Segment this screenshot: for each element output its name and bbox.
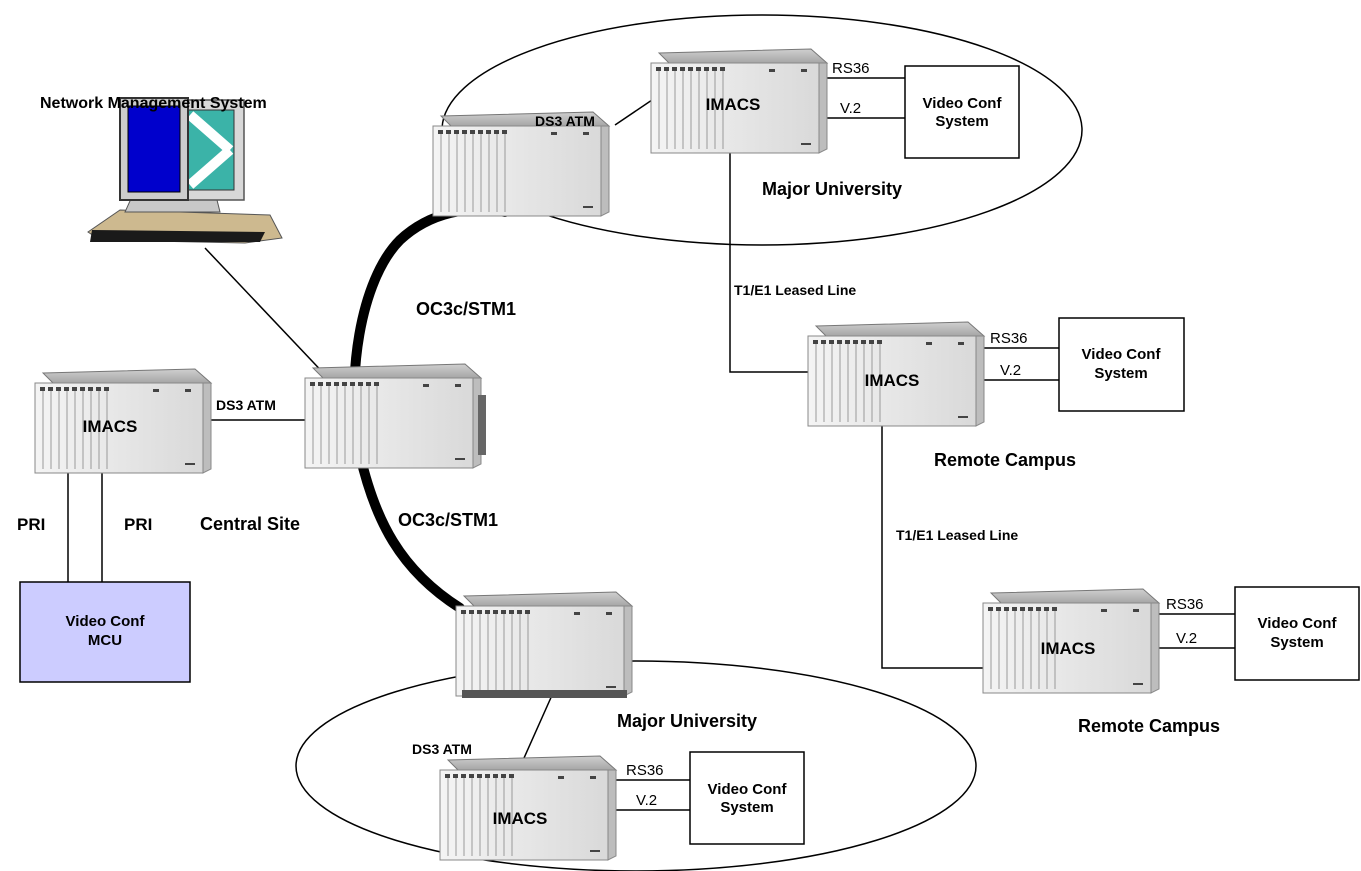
remote1-imacs-label: IMACS xyxy=(865,371,920,390)
remote-campus-1-label: Remote Campus xyxy=(934,450,1076,470)
video-system-line1: Video Conf xyxy=(1258,615,1338,632)
v2-remote1-label: V.2 xyxy=(1000,362,1021,379)
rs36-remote1-label: RS36 xyxy=(990,330,1028,347)
video-system-line2: System xyxy=(935,113,988,130)
t1e1-label-2: T1/E1 Leased Line xyxy=(896,527,1018,543)
pri-left-label: PRI xyxy=(17,515,45,534)
video-conf-mcu: Video Conf MCU xyxy=(19,581,191,683)
mcu-line1: Video Conf xyxy=(66,613,146,630)
pri-right-label: PRI xyxy=(124,515,152,534)
t1e1-label-1: T1/E1 Leased Line xyxy=(734,282,856,298)
rs36-top-label: RS36 xyxy=(832,60,870,77)
oc3-bottom-label: OC3c/STM1 xyxy=(398,510,498,530)
video-system-line1: Video Conf xyxy=(708,781,788,798)
central-hub-device xyxy=(304,363,486,469)
major-university-bottom-label: Major University xyxy=(617,711,757,731)
rs36-remote2-label: RS36 xyxy=(1166,596,1204,613)
major-university-bottom-boundary xyxy=(295,660,977,871)
mcu-line2: MCU xyxy=(88,632,122,649)
video-system-line1: Video Conf xyxy=(923,95,1003,112)
bottom-imacs-label: IMACS xyxy=(493,809,548,828)
bottom-imacs-device xyxy=(439,755,617,861)
video-system-line2: System xyxy=(1270,634,1323,651)
top-imacs-label: IMACS xyxy=(706,95,761,114)
ds3-atm-central-label: DS3 ATM xyxy=(216,397,276,413)
v2-remote2-label: V.2 xyxy=(1176,630,1197,647)
oc3-ring-bottom xyxy=(355,450,465,613)
ds3-atm-bottom-label: DS3 ATM xyxy=(412,741,472,757)
oc3-top-label: OC3c/STM1 xyxy=(416,299,516,319)
ds3-atm-top-label: DS3 ATM xyxy=(535,113,595,129)
video-conf-system-remote1: Video Conf System xyxy=(1058,317,1185,412)
remote2-imacs-label: IMACS xyxy=(1041,639,1096,658)
nms-computer-icon xyxy=(87,97,283,244)
bottom-hub-device xyxy=(455,591,633,698)
central-site-label: Central Site xyxy=(200,514,300,534)
video-system-line1: Video Conf xyxy=(1082,346,1162,363)
v2-top-label: V.2 xyxy=(840,100,861,117)
major-university-top-label: Major University xyxy=(762,179,902,199)
video-conf-system-remote2: Video Conf System xyxy=(1234,586,1360,681)
nms-title: Network Management System xyxy=(40,95,267,112)
rs36-bottom-label: RS36 xyxy=(626,762,664,779)
connection-lines xyxy=(67,77,1235,811)
video-system-line2: System xyxy=(720,799,773,816)
video-conf-system-bottom: Video Conf System xyxy=(689,751,805,845)
v2-bottom-label: V.2 xyxy=(636,792,657,809)
central-imacs-label: IMACS xyxy=(83,417,138,436)
video-system-line2: System xyxy=(1094,365,1147,382)
remote-campus-2-label: Remote Campus xyxy=(1078,716,1220,736)
video-conf-system-top: Video Conf System xyxy=(904,65,1020,159)
